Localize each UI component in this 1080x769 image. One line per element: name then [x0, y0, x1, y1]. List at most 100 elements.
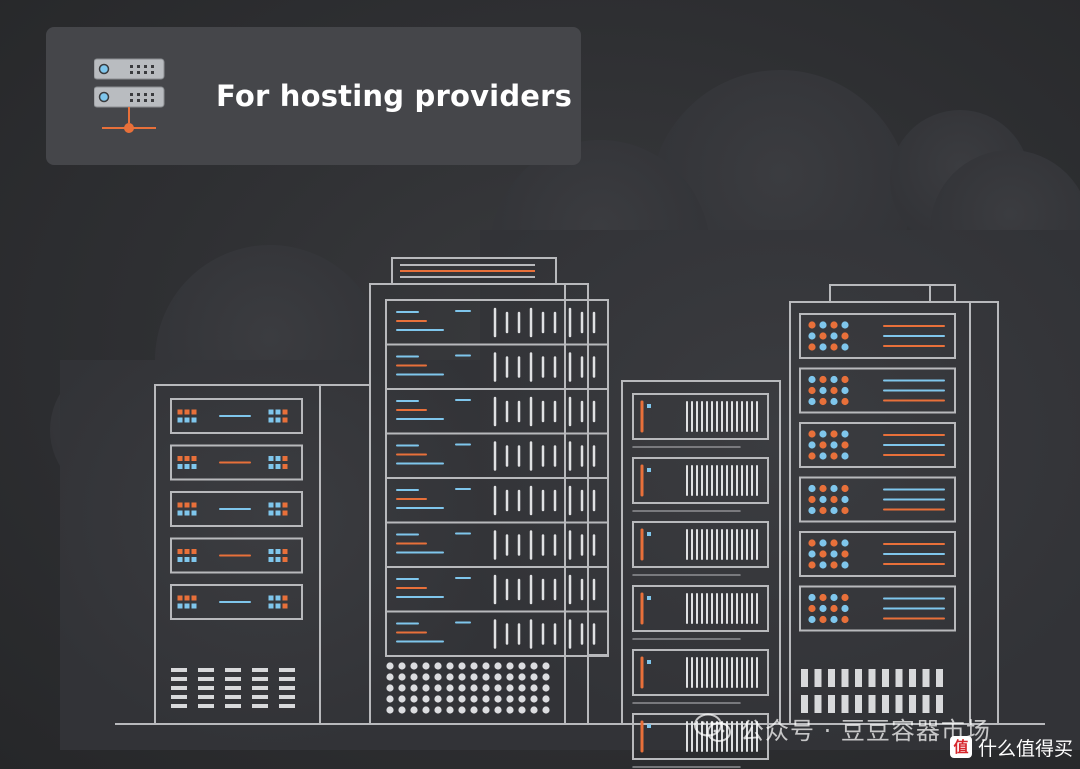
vent-slot [225, 695, 241, 699]
vent-slot [171, 686, 187, 690]
vent-hole [434, 695, 442, 703]
indicator-led [841, 593, 849, 602]
vent-slot [828, 669, 835, 687]
vent-hole [494, 684, 502, 692]
indicator-led [841, 506, 849, 515]
indicator-led [819, 430, 827, 438]
indicator-led [282, 464, 288, 469]
indicator-led [830, 615, 838, 624]
indicator-led [830, 321, 838, 329]
vent-slot [882, 695, 889, 713]
vent-hole [530, 695, 538, 703]
vent-hole [518, 662, 526, 670]
indicator-led [830, 441, 838, 449]
vent-hole [422, 673, 430, 681]
vent-hole [494, 706, 502, 714]
indicator-led [275, 464, 281, 469]
indicator-led [191, 409, 197, 415]
vent-slot [922, 669, 930, 687]
vent-hole [458, 673, 466, 681]
indicator-led [819, 615, 827, 624]
rack-right [789, 284, 999, 725]
indicator-led [841, 561, 849, 569]
indicator-led [268, 557, 274, 562]
vent-hole [506, 695, 514, 703]
indicator-led [808, 539, 816, 547]
indicator-led [808, 593, 816, 602]
vent-slot [801, 669, 808, 687]
vent-hole [470, 684, 478, 692]
watermark-text: 公众号 · 豆豆容器市场 [740, 716, 991, 745]
vent-hole [494, 662, 502, 670]
vent-slot [252, 686, 268, 690]
vent-hole [398, 662, 406, 670]
server-stack-icon [94, 58, 165, 133]
indicator-led [841, 430, 849, 438]
rack-right-vents [801, 669, 943, 713]
vent-hole [458, 662, 466, 670]
indicator-led [191, 502, 197, 508]
server-unit [799, 531, 956, 577]
vent-hole [410, 684, 418, 692]
indicator-led [841, 375, 849, 384]
indicator-led [830, 506, 838, 515]
vent-hole [398, 706, 406, 714]
vent-slot [841, 695, 849, 713]
watermark: 公众号 · 豆豆容器市场 [694, 708, 991, 748]
vent-slot [252, 704, 268, 708]
indicator-led [819, 561, 827, 569]
indicator-led [830, 343, 838, 351]
rack-left-vents [171, 668, 295, 708]
vent-hole [434, 706, 442, 714]
vent-slot [855, 695, 862, 713]
vent-hole [386, 695, 394, 703]
vent-hole [482, 695, 490, 703]
vent-hole [446, 673, 454, 681]
indicator-led [191, 557, 197, 562]
vent-hole [386, 662, 394, 670]
vent-hole [434, 684, 442, 692]
vent-slot [841, 669, 849, 687]
server-unit [170, 444, 303, 481]
wechat-icon [694, 713, 731, 742]
indicator-led [808, 397, 816, 406]
indicator-led [808, 484, 816, 493]
vent-hole [398, 684, 406, 692]
vent-hole [518, 706, 526, 714]
indicator-led [830, 484, 838, 493]
vent-hole [422, 706, 430, 714]
indicator-led [191, 417, 197, 423]
vent-slot [198, 686, 214, 690]
indicator-led [841, 332, 849, 340]
vent-hole [506, 662, 514, 670]
indicator-led [647, 724, 651, 728]
indicator-led [268, 417, 274, 423]
indicator-led [841, 550, 849, 558]
page-title: For hosting providers [216, 79, 573, 113]
indicator-led [647, 404, 651, 408]
vent-hole [410, 695, 418, 703]
vent-hole [434, 673, 442, 681]
indicator-led [841, 484, 849, 493]
rack-right-units [799, 313, 956, 632]
indicator-led [830, 375, 838, 384]
indicator-led [275, 417, 281, 423]
vent-slot [225, 668, 241, 672]
vent-hole [446, 662, 454, 670]
vent-slot [279, 668, 295, 672]
vent-hole [410, 706, 418, 714]
indicator-led [830, 495, 838, 504]
server-unit [799, 313, 956, 359]
vent-hole [410, 673, 418, 681]
indicator-led [177, 417, 183, 423]
indicator-led [647, 532, 651, 536]
indicator-led [282, 456, 288, 461]
indicator-led [282, 603, 288, 609]
vent-hole [530, 662, 538, 670]
vent-slot [171, 668, 187, 672]
indicator-led [830, 561, 838, 569]
indicator-led [808, 615, 816, 624]
indicator-led [808, 441, 816, 449]
indicator-led [841, 386, 849, 395]
